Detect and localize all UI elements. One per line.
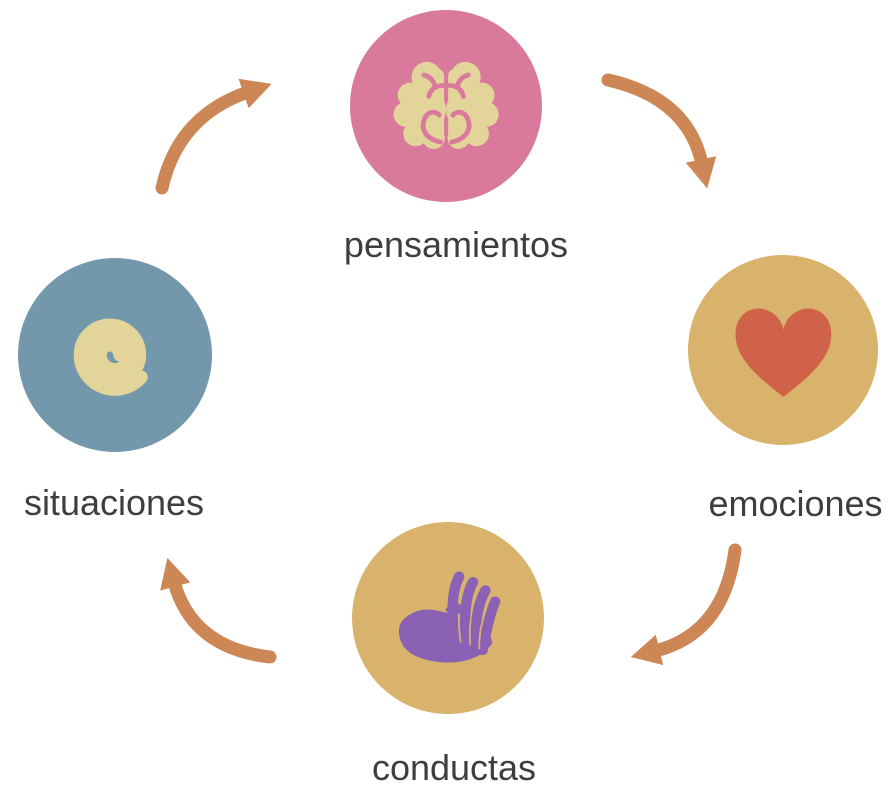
spiral-icon [73, 318, 149, 396]
label-situaciones: situaciones [23, 482, 205, 523]
node-situaciones [18, 258, 212, 452]
label-conductas: conductas [371, 747, 537, 788]
hand-icon [398, 571, 501, 663]
heart-icon [735, 308, 831, 397]
arrow-conductas-to-situaciones [160, 557, 277, 664]
label-pensamientos: pensamientos [343, 224, 569, 265]
node-emociones [688, 255, 878, 445]
arrow-emociones-to-conductas [630, 543, 742, 666]
node-conductas [352, 522, 544, 714]
brain-icon [393, 61, 499, 149]
node-pensamientos [350, 10, 542, 202]
label-emociones: emociones [708, 483, 883, 524]
arrow-situaciones-to-pensamientos [155, 78, 272, 195]
arrow-pensamientos-to-emociones [601, 73, 717, 189]
